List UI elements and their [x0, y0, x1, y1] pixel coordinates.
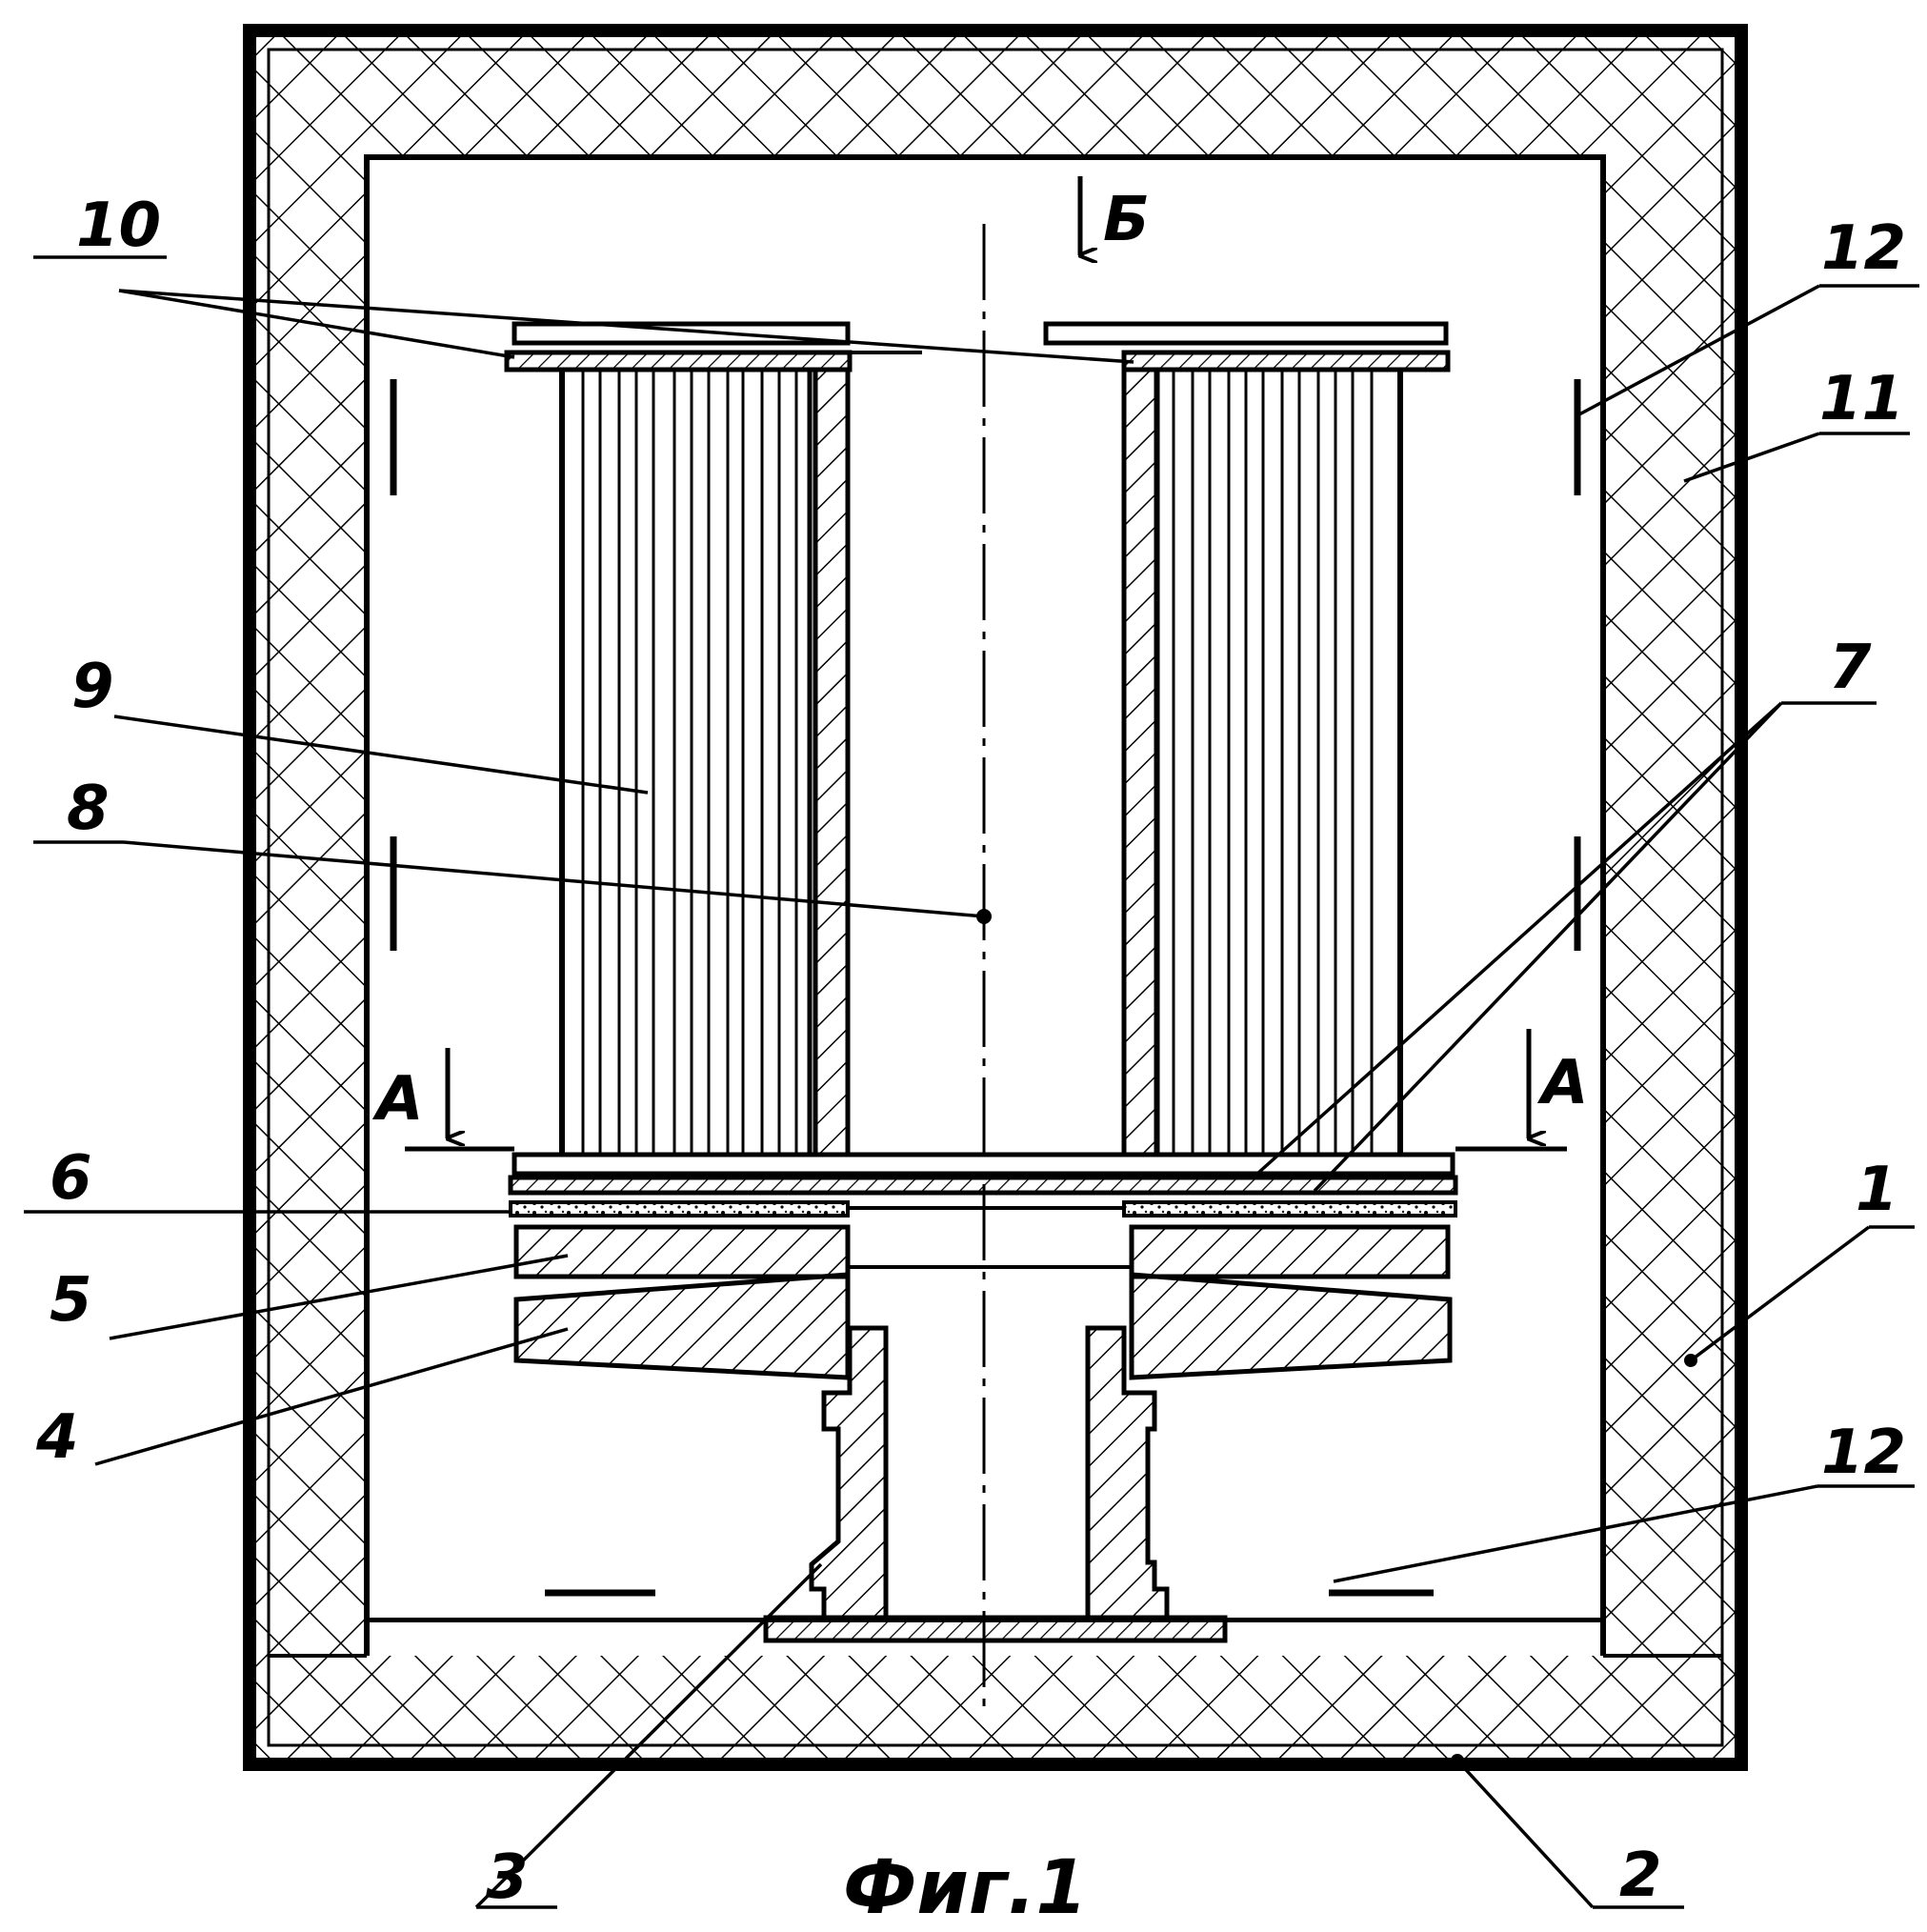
label-11: 11: [1819, 364, 1904, 434]
label-1: 1: [1856, 1155, 1898, 1225]
figure-caption: Фиг.1: [843, 1845, 1088, 1927]
label-3: 3: [486, 1842, 529, 1913]
label-10: 10: [76, 191, 161, 261]
label-7: 7: [1829, 633, 1872, 703]
base-plate-7: [511, 1155, 1455, 1193]
label-9: 9: [71, 652, 114, 722]
label-4: 4: [35, 1402, 79, 1473]
section-b-top: Б: [1103, 185, 1150, 255]
label-12-bottom: 12: [1821, 1418, 1906, 1488]
section-a-left: А: [371, 1064, 424, 1135]
label-5: 5: [50, 1265, 92, 1336]
housing-insulation: [250, 30, 1741, 1764]
label-8: 8: [67, 774, 110, 844]
inner-tube-right: [1124, 370, 1156, 1157]
leader-dot-1: [1684, 1354, 1697, 1367]
label-12-top: 12: [1821, 213, 1906, 284]
label-2: 2: [1619, 1841, 1662, 1911]
label-6: 6: [50, 1143, 92, 1214]
inner-tube-left: [815, 370, 848, 1157]
leader-dot-2: [1451, 1754, 1464, 1767]
section-a-right: А: [1536, 1048, 1589, 1118]
